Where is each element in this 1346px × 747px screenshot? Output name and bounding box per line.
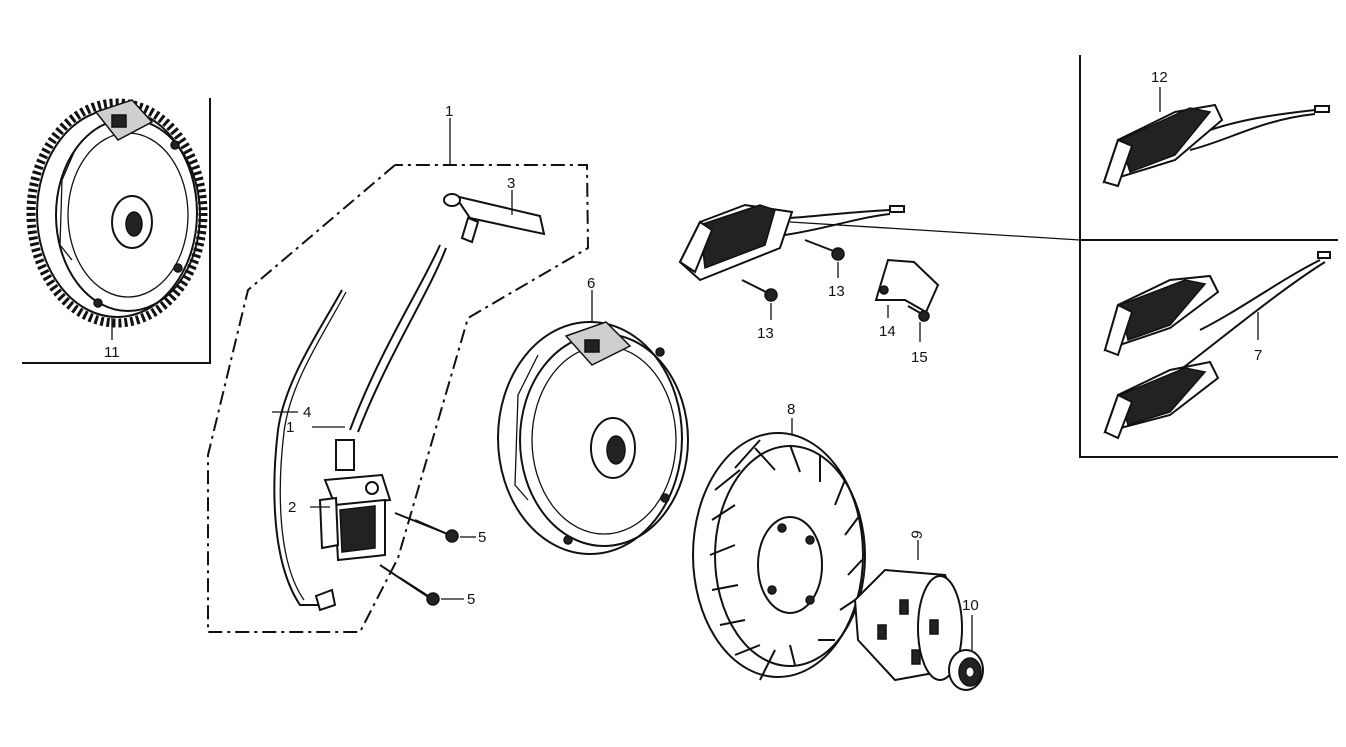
callout-5b: 5 — [467, 591, 475, 608]
callout-1-coil: 1 — [286, 419, 294, 436]
cooling-fan — [692, 418, 866, 681]
flywheel — [497, 290, 689, 555]
inset-frame-flywheel — [22, 98, 211, 364]
callout-2: 2 — [288, 499, 296, 516]
callout-15: 15 — [911, 349, 928, 366]
callout-3: 3 — [507, 175, 515, 192]
callout-8: 8 — [787, 401, 795, 418]
callout-10: 10 — [962, 597, 979, 614]
callout-13b: 13 — [757, 325, 774, 342]
callout-5a: 5 — [478, 529, 486, 546]
callout-12: 12 — [1151, 69, 1168, 86]
stop-switch-wire — [272, 289, 347, 612]
flange-nut — [948, 615, 984, 691]
callout-13a: 13 — [828, 283, 845, 300]
flywheel-ring-gear — [26, 98, 208, 340]
callout-11: 11 — [104, 344, 120, 361]
spark-plug-cap — [443, 190, 546, 244]
bolts-13 — [741, 239, 845, 320]
bracket-14 — [874, 258, 940, 318]
callout-14: 14 — [879, 323, 896, 340]
coil-bolts — [379, 512, 476, 606]
callout-1-top: 1 — [445, 103, 453, 120]
callout-4: 4 — [303, 404, 311, 421]
callout-6: 6 — [587, 275, 595, 292]
inset-frame-coils — [1079, 55, 1338, 458]
starter-pulley — [853, 540, 963, 682]
lighting-coil-12 — [1102, 87, 1330, 188]
assembly-boundary — [207, 164, 590, 633]
screw-15 — [907, 305, 930, 342]
callout-labels: 1 3 4 1 2 5 5 6 11 12 7 13 13 14 15 8 9 … — [104, 69, 1262, 614]
ignition-coil — [310, 244, 447, 562]
charge-coil — [678, 203, 1081, 282]
callout-7: 7 — [1254, 347, 1262, 364]
callout-9: 9 — [908, 529, 926, 540]
charge-coils-7 — [1103, 251, 1331, 440]
